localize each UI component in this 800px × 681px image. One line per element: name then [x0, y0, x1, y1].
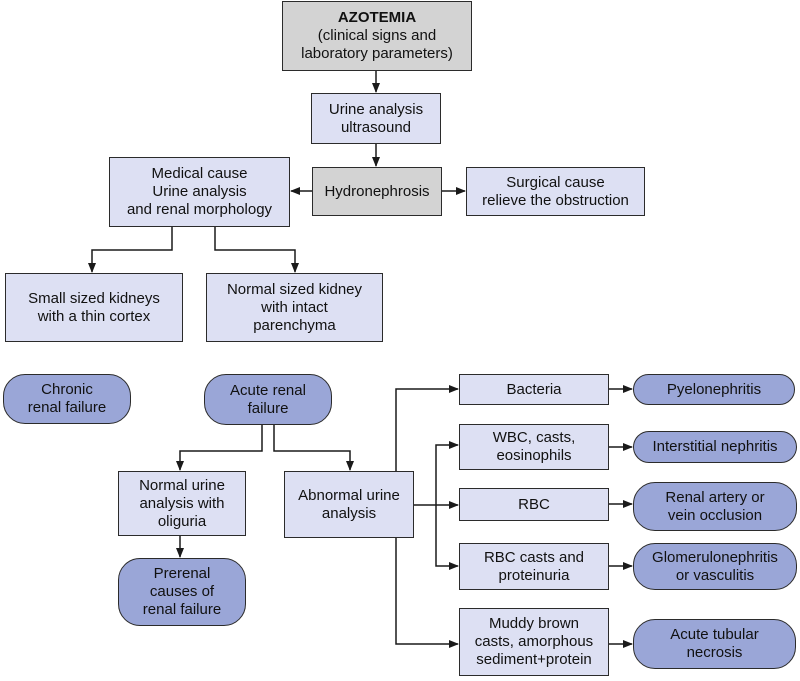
- chronic-failure-line-2: renal failure: [27, 399, 107, 416]
- renal-artery-line-2: vein occlusion: [667, 506, 763, 524]
- rbc-box: RBC: [459, 488, 609, 521]
- rbc-casts-line-2: proteinuria: [498, 566, 570, 584]
- small-kidneys-line-2: with a thin cortex: [37, 307, 151, 325]
- muddy-brown-line-3: sediment+protein: [476, 651, 592, 668]
- abnormal-urine-line-1: Abnormal urine: [298, 486, 400, 504]
- pyelonephritis-pill: Pyelonephritis: [633, 374, 795, 405]
- interstitial-nephritis-pill: Interstitial nephritis: [633, 431, 797, 463]
- wbc-casts-box: WBC, casts,eosinophils: [459, 424, 609, 470]
- normal-urine-line-2: analysis with: [139, 494, 225, 512]
- hydronephrosis-box: Hydronephrosis: [312, 167, 442, 216]
- arrow-medical-to-normal: [214, 227, 299, 273]
- urine-ultrasound-line-1: Urine analysis: [328, 100, 424, 118]
- normal-kidney-line-2: with intact: [261, 298, 328, 316]
- azotemia-line-2: laboratory parameters): [301, 45, 453, 62]
- prerenal-line-1: Prerenal: [153, 565, 211, 582]
- medical-cause-line-2: Urine analysis: [152, 183, 247, 200]
- arrow-branch-to-wbc: [435, 441, 459, 505]
- acute-tubular-line-2: necrosis: [686, 644, 743, 661]
- glomerulo-line-1: Glomerulonephritis: [652, 548, 778, 566]
- arrow-medical-to-small: [88, 227, 173, 273]
- bacteria-line-1: Bacteria: [506, 380, 562, 398]
- bacteria-box: Bacteria: [459, 374, 609, 405]
- normal-urine-line-1: Normal urine: [139, 476, 225, 494]
- arrow-branch-to-rbc-casts: [435, 505, 459, 570]
- surgical-cause-line-1: Surgical cause: [506, 173, 605, 191]
- small-kidneys-line-1: Small sized kidneys: [28, 289, 160, 307]
- pyelonephritis-line-1: Pyelonephritis: [666, 380, 762, 398]
- arrow-abnormal-to-muddy: [395, 505, 459, 648]
- chronic-failure-line-1: Chronic: [41, 381, 93, 398]
- arrow-acute-to-abnormal: [273, 425, 354, 471]
- glomerulo-line-2: or vasculitis: [675, 566, 755, 584]
- abnormal-urine-line-2: analysis: [321, 504, 377, 522]
- acute-failure-line-2: failure: [247, 399, 289, 417]
- azotemia-line-1: (clinical signs and: [317, 27, 437, 44]
- normal-kidney-line-1: Normal sized kidney: [226, 280, 363, 298]
- medical-cause-line-1: Medical cause: [151, 165, 248, 182]
- normal-kidney-line-3: parenchyma: [253, 316, 336, 334]
- wbc-casts-line-1: WBC, casts,: [492, 429, 576, 446]
- muddy-brown-line-1: Muddy brown: [488, 615, 580, 632]
- acute-failure-line-1: Acute renal: [230, 381, 306, 399]
- wbc-casts-line-2: eosinophils: [496, 447, 572, 464]
- prerenal-line-3: renal failure: [142, 601, 222, 618]
- interstitial-line-1: Interstitial nephritis: [652, 438, 778, 455]
- muddy-brown-line-2: casts, amorphous: [474, 633, 594, 650]
- acute-tubular-line-1: Acute tubular: [670, 626, 759, 643]
- azotemia-title: AZOTEMIA: [337, 9, 417, 26]
- urine-ultrasound-line-2: ultrasound: [340, 118, 412, 136]
- normal-urine-line-3: oliguria: [157, 512, 207, 530]
- medical-cause-line-3: and renal morphology: [126, 201, 273, 218]
- prerenal-line-2: causes of: [149, 583, 215, 600]
- arrow-acute-to-normal-urine: [176, 425, 263, 471]
- surgical-cause-line-2: relieve the obstruction: [482, 191, 629, 209]
- hydronephrosis-line-1: Hydronephrosis: [324, 182, 430, 200]
- renal-artery-line-1: Renal artery or: [665, 488, 765, 506]
- rbc-casts-line-1: RBC casts and: [483, 548, 585, 566]
- rbc-line-1: RBC: [518, 495, 550, 513]
